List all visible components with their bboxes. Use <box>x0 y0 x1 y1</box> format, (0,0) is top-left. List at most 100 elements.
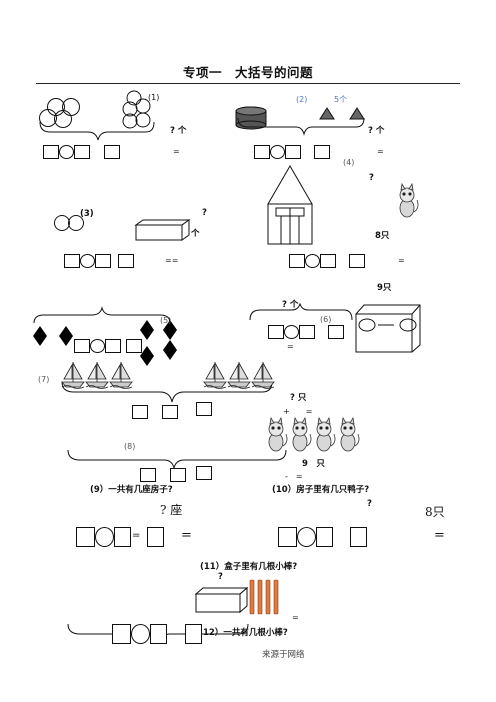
answer-box[interactable] <box>76 527 95 547</box>
problem-12-label: 12）一共有几根小棒? <box>203 628 288 638</box>
operator-circle[interactable] <box>284 325 299 339</box>
problem-10-label: (10）房子里有几只鸭子? <box>272 485 370 495</box>
operator-circle[interactable] <box>270 145 285 159</box>
equals: = <box>287 342 294 351</box>
answer-box[interactable] <box>349 254 365 268</box>
answer-box[interactable] <box>289 254 305 268</box>
sailboat-icon <box>227 361 251 389</box>
operator-circle[interactable] <box>80 254 95 268</box>
equals: = <box>132 530 141 541</box>
problem-8-total: 9 只 <box>302 459 325 469</box>
equals: == <box>165 256 179 265</box>
triangle-icon <box>349 107 365 120</box>
sailboat-icon <box>61 361 85 389</box>
answer-box[interactable] <box>278 527 297 547</box>
answer-box[interactable] <box>118 254 134 268</box>
answer-box[interactable] <box>320 254 336 268</box>
problem-3-label: (3) <box>80 209 94 219</box>
problem-2-label: (2) <box>296 95 308 104</box>
footer-source: 来源于网络 <box>262 650 305 660</box>
answer-box[interactable] <box>132 405 148 419</box>
answer-box[interactable] <box>95 254 111 268</box>
answer-box[interactable] <box>114 527 131 547</box>
problem-4-question: ? <box>369 173 374 183</box>
problem-2-question: ? 个 <box>368 126 385 136</box>
operator-circle[interactable] <box>59 145 74 159</box>
answer-box[interactable] <box>314 145 330 159</box>
equals: = <box>181 528 192 543</box>
equals: = <box>173 147 180 156</box>
problem-8-label: (8) <box>124 442 136 451</box>
equals: = <box>398 256 405 265</box>
cat-icon <box>340 416 360 452</box>
sailboat-icon <box>109 361 133 389</box>
problem-10-total: 8只 <box>425 505 445 519</box>
problem-8-ops: - = <box>285 472 303 481</box>
answer-box[interactable] <box>64 254 80 268</box>
answer-box[interactable] <box>185 624 202 644</box>
problem-7-label: (7) <box>38 375 50 384</box>
answer-box[interactable] <box>299 325 315 339</box>
brace-8-icon <box>67 449 287 469</box>
cylinder-icon <box>235 106 267 130</box>
problem-7-question: ? 只 <box>290 393 307 403</box>
equals: = <box>377 147 384 156</box>
operator-circle[interactable] <box>305 254 320 268</box>
problem-11-question: ? <box>218 572 223 582</box>
answer-box[interactable] <box>140 468 156 482</box>
answer-box[interactable] <box>43 145 59 159</box>
answer-box[interactable] <box>328 325 344 339</box>
answer-box[interactable] <box>112 624 131 644</box>
box-icon <box>134 219 191 241</box>
circle-group-left-icon <box>39 98 80 128</box>
problem-9-label: (9）一共有几座房子? <box>90 485 173 495</box>
answer-box[interactable] <box>285 145 301 159</box>
answer-box[interactable] <box>254 145 270 159</box>
answer-box[interactable] <box>150 624 167 644</box>
problem-1-question: ? 个 <box>170 126 187 136</box>
answer-box[interactable] <box>170 468 186 482</box>
problem-1-label: (1) <box>148 93 160 102</box>
answer-box[interactable] <box>316 527 333 547</box>
operator-circle[interactable] <box>131 624 150 644</box>
problem-9-question: ? 座 <box>160 503 183 517</box>
circle-group-right-icon <box>122 90 151 129</box>
box-icon <box>194 586 249 614</box>
brace-7-icon <box>61 381 273 403</box>
problem-11-label: (11）盒子里有几根小棒? <box>200 562 298 572</box>
problem-2-count: 5个 <box>334 95 348 104</box>
operator-circle[interactable] <box>297 527 316 547</box>
answer-box[interactable] <box>74 339 90 353</box>
sailboat-icon <box>85 361 109 389</box>
problem-4-total: 8只 <box>375 231 390 241</box>
answer-box[interactable] <box>162 405 178 419</box>
problem-6-label: (6) <box>320 315 332 324</box>
answer-box[interactable] <box>147 527 164 547</box>
problem-3-unit: 个 <box>191 229 200 239</box>
problem-5-label: (5) <box>160 316 172 325</box>
triangle-icon <box>319 107 335 120</box>
answer-box[interactable] <box>268 325 284 339</box>
brace-6-icon <box>249 302 353 321</box>
answer-box[interactable] <box>105 339 121 353</box>
answer-box[interactable] <box>74 145 90 159</box>
answer-box[interactable] <box>196 402 212 416</box>
problem-6-total: 9只 <box>377 283 392 293</box>
answer-box[interactable] <box>104 145 120 159</box>
answer-box[interactable] <box>126 339 142 353</box>
brace-2-icon <box>237 117 365 136</box>
equals: = <box>434 528 445 543</box>
sailboat-icon <box>251 361 275 389</box>
operator-circle[interactable] <box>90 339 105 353</box>
cat-icon <box>292 416 312 452</box>
cat-icon <box>268 416 288 452</box>
stick-icon <box>249 579 279 615</box>
house-box-icon <box>355 304 421 353</box>
answer-box[interactable] <box>350 527 367 547</box>
equals: = <box>292 613 299 622</box>
brace-1-icon <box>39 121 155 141</box>
cat-icon <box>316 416 336 452</box>
operator-circle[interactable] <box>95 527 114 547</box>
answer-box[interactable] <box>196 466 212 480</box>
